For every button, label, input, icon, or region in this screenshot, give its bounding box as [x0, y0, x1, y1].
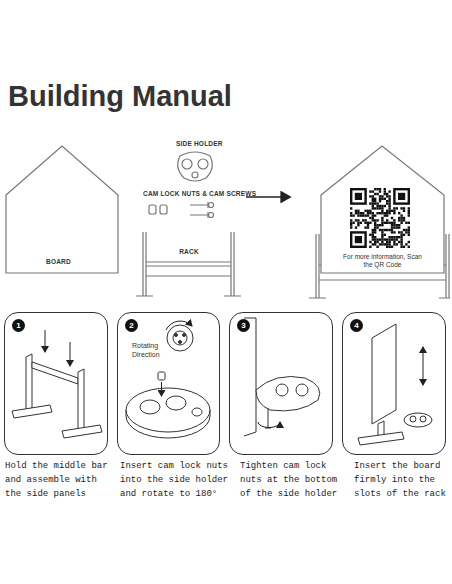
cam-parts [149, 202, 214, 218]
step3-drawing [244, 318, 320, 436]
part-label: SIDE HOLDER [176, 140, 223, 147]
callout-number: 2 [125, 319, 138, 332]
callout-number: 1 [12, 319, 25, 332]
assembled-board: For more information, Scan the QR Code [321, 146, 444, 273]
step-caption: Insert the board firmly into the slots o… [354, 459, 452, 501]
qr-code [350, 188, 410, 248]
step-caption: Insert cam lock nuts into the side holde… [120, 459, 234, 501]
board-part: BOARD [6, 146, 118, 273]
step2-drawing [126, 321, 210, 438]
rack [136, 232, 241, 296]
step-panel: 2Rotating DirectionInsert cam lock nuts … [117, 312, 220, 455]
rack-part: RACK [140, 228, 238, 298]
step-caption: Hold the middle bar and assemble with th… [5, 459, 117, 501]
rotation-note: Rotating Direction [132, 341, 176, 359]
step-panel: 3Tighten cam lock nuts at the bottom of … [229, 312, 333, 455]
callout-number: 4 [350, 319, 363, 332]
assembled-board [321, 146, 444, 273]
board-outline [6, 146, 118, 273]
part-label: BOARD [46, 258, 71, 265]
callout-number: 3 [237, 319, 250, 332]
step1-drawing [12, 330, 102, 438]
step-panel: 1Hold the middle bar and assemble with t… [4, 312, 108, 455]
step-panel: 4Insert the board firmly into the slots … [342, 312, 446, 455]
step-caption: Tighten cam lock nuts at the bottom of t… [240, 459, 348, 501]
side-holder [178, 152, 213, 181]
title: Building Manual [8, 80, 232, 113]
step4-drawing [358, 324, 432, 445]
qr-note: For more information, Scan the QR Code [341, 253, 424, 269]
part-label: CAM LOCK NUTS & CAM SCREWS [143, 190, 256, 197]
part-label: RACK [140, 248, 238, 255]
